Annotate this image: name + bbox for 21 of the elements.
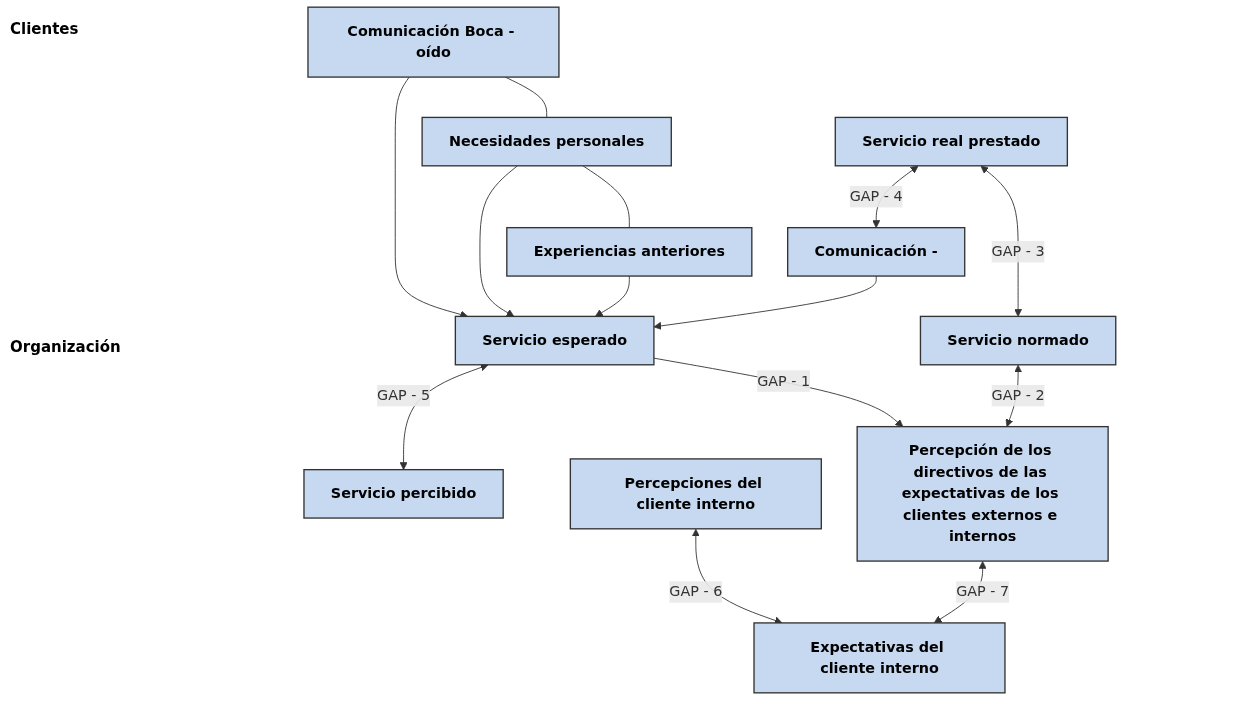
connector <box>582 165 630 229</box>
node-box: Necesidades personales <box>421 116 672 167</box>
node-box: Servicio percibido <box>302 468 504 519</box>
edge-label: GAP - 2 <box>991 386 1045 404</box>
node-box: Experiencias anteriores <box>505 227 753 277</box>
edge-label: GAP - 7 <box>955 583 1009 601</box>
edge-label: GAP - 6 <box>668 583 722 601</box>
edge-label: GAP - 4 <box>849 187 903 205</box>
region-label: Organización <box>10 338 122 356</box>
edge-label: GAP - 5 <box>376 386 430 404</box>
node-box: Expectativas del cliente interno <box>753 622 1006 694</box>
node-box: Percepciones del cliente interno <box>569 458 822 530</box>
node-box: Percepción de los directivos de las expectativas de los clientes externos e internos <box>856 425 1109 562</box>
region-label: Clientes <box>10 20 80 38</box>
edge-label: GAP - 3 <box>991 242 1045 260</box>
node-box: Servicio normado <box>919 315 1117 366</box>
node-box: Comunicación Boca - oído <box>306 6 560 78</box>
edge-label: GAP - 1 <box>756 372 810 390</box>
node-box: Servicio real prestado <box>834 116 1068 167</box>
node-box: Comunicación - <box>786 227 965 277</box>
node-box: Servicio esperado <box>454 315 655 366</box>
